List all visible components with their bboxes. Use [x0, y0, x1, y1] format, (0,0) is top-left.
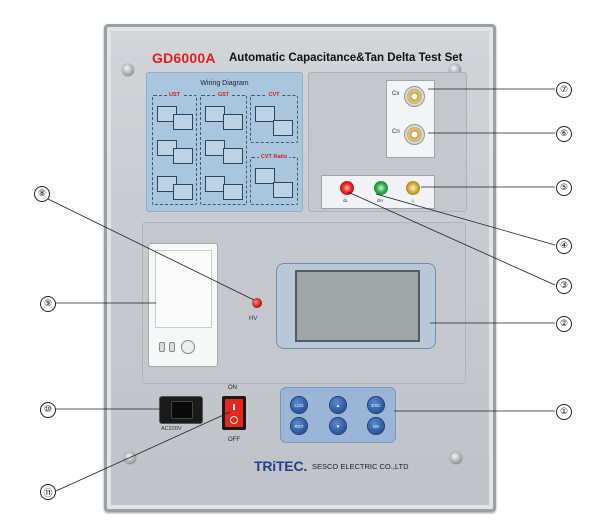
power-socket[interactable]: [159, 396, 203, 424]
wiring-section-ust: UST: [152, 92, 197, 205]
company-name: SESCO ELECTRIC CO.,LTD: [312, 462, 409, 471]
wiring-section-cvt-ratio: CVT Ratio: [250, 154, 298, 205]
callout-2: ②: [556, 316, 572, 332]
wiring-cell: [223, 114, 243, 130]
callout-8: ⑧: [34, 186, 50, 202]
model-name: GD6000A: [152, 50, 216, 66]
down-key[interactable]: ▼: [330, 418, 346, 434]
bnc-terminal-plate: Cx Cn: [386, 80, 435, 158]
printer-led: [159, 342, 165, 352]
screw: [124, 452, 136, 464]
wiring-section-cvt: CVT: [250, 92, 298, 143]
ground-terminal[interactable]: [406, 181, 420, 195]
wiring-cell: [255, 106, 275, 122]
cn-label: Cn: [392, 129, 400, 135]
callout-3: ③: [556, 278, 572, 294]
wiring-cell: [173, 148, 193, 164]
up-key[interactable]: ▲: [330, 397, 346, 413]
esc-key[interactable]: ESC: [368, 397, 384, 413]
printer-led: [169, 342, 175, 352]
power-label: AC220V: [161, 426, 182, 432]
power-switch[interactable]: [222, 396, 246, 430]
switch-off-label: OFF: [228, 437, 240, 443]
ok-key[interactable]: OK: [368, 418, 384, 434]
callout-11: ⑪: [40, 484, 56, 500]
rst-key[interactable]: RST: [291, 418, 307, 434]
ground-symbol: ⊥: [411, 198, 415, 203]
wiring-section-label: CVT Ratio: [258, 154, 290, 160]
wiring-cell: [173, 184, 193, 200]
wiring-section-label: GST: [215, 92, 232, 98]
lcd-display: [295, 270, 420, 342]
keypad: LCD ▲ ESC RST ▼ OK: [280, 387, 396, 443]
switch-off-mark: [230, 416, 238, 424]
callout-1: ①: [556, 404, 572, 420]
post-label: dH: [377, 198, 383, 203]
screw: [450, 452, 462, 464]
hv-indicator-light: [252, 298, 262, 308]
lcd-key[interactable]: LCD: [291, 397, 307, 413]
callout-10: ⑩: [40, 402, 56, 418]
wiring-diagram: Wiring Diagram UST GST CVT CVT Ratio: [146, 72, 303, 212]
post-label: dL: [343, 198, 349, 203]
wiring-cell: [223, 148, 243, 164]
socket-receptacle: [171, 401, 193, 419]
red-binding-post[interactable]: [340, 181, 354, 195]
power-switch-rocker[interactable]: [225, 399, 243, 427]
printer[interactable]: [148, 243, 218, 367]
wiring-section-gst: GST: [200, 92, 247, 205]
cn-terminal[interactable]: [407, 127, 422, 142]
binding-post-plate: dL dH ⊥: [321, 175, 435, 209]
callout-6: ⑥: [556, 126, 572, 142]
wiring-cell: [255, 168, 275, 184]
wiring-cell: [205, 176, 225, 192]
callout-7: ⑦: [556, 82, 572, 98]
cx-terminal[interactable]: [407, 89, 422, 104]
cx-label: Cx: [392, 91, 400, 97]
callout-5: ⑤: [556, 180, 572, 196]
printer-paper-cover[interactable]: [155, 250, 212, 328]
switch-on-label: ON: [228, 385, 237, 391]
green-binding-post[interactable]: [374, 181, 388, 195]
wiring-section-label: UST: [167, 92, 182, 98]
switch-on-mark: [233, 404, 235, 410]
wiring-cell: [205, 140, 225, 156]
hv-label: HV: [249, 316, 258, 322]
callout-4: ④: [556, 238, 572, 254]
brand-logo: TRiTEC.: [254, 458, 308, 474]
printer-feed-button[interactable]: [181, 340, 195, 354]
screw: [122, 64, 134, 76]
callout-9: ⑨: [40, 296, 56, 312]
wiring-diagram-title: Wiring Diagram: [200, 80, 249, 87]
wiring-cell: [273, 120, 293, 136]
device-title: Automatic Capacitance&Tan Delta Test Set: [229, 52, 463, 64]
wiring-cell: [173, 114, 193, 130]
wiring-cell: [223, 184, 243, 200]
wiring-cell: [205, 106, 225, 122]
wiring-cell: [273, 182, 293, 198]
wiring-section-label: CVT: [266, 92, 282, 98]
